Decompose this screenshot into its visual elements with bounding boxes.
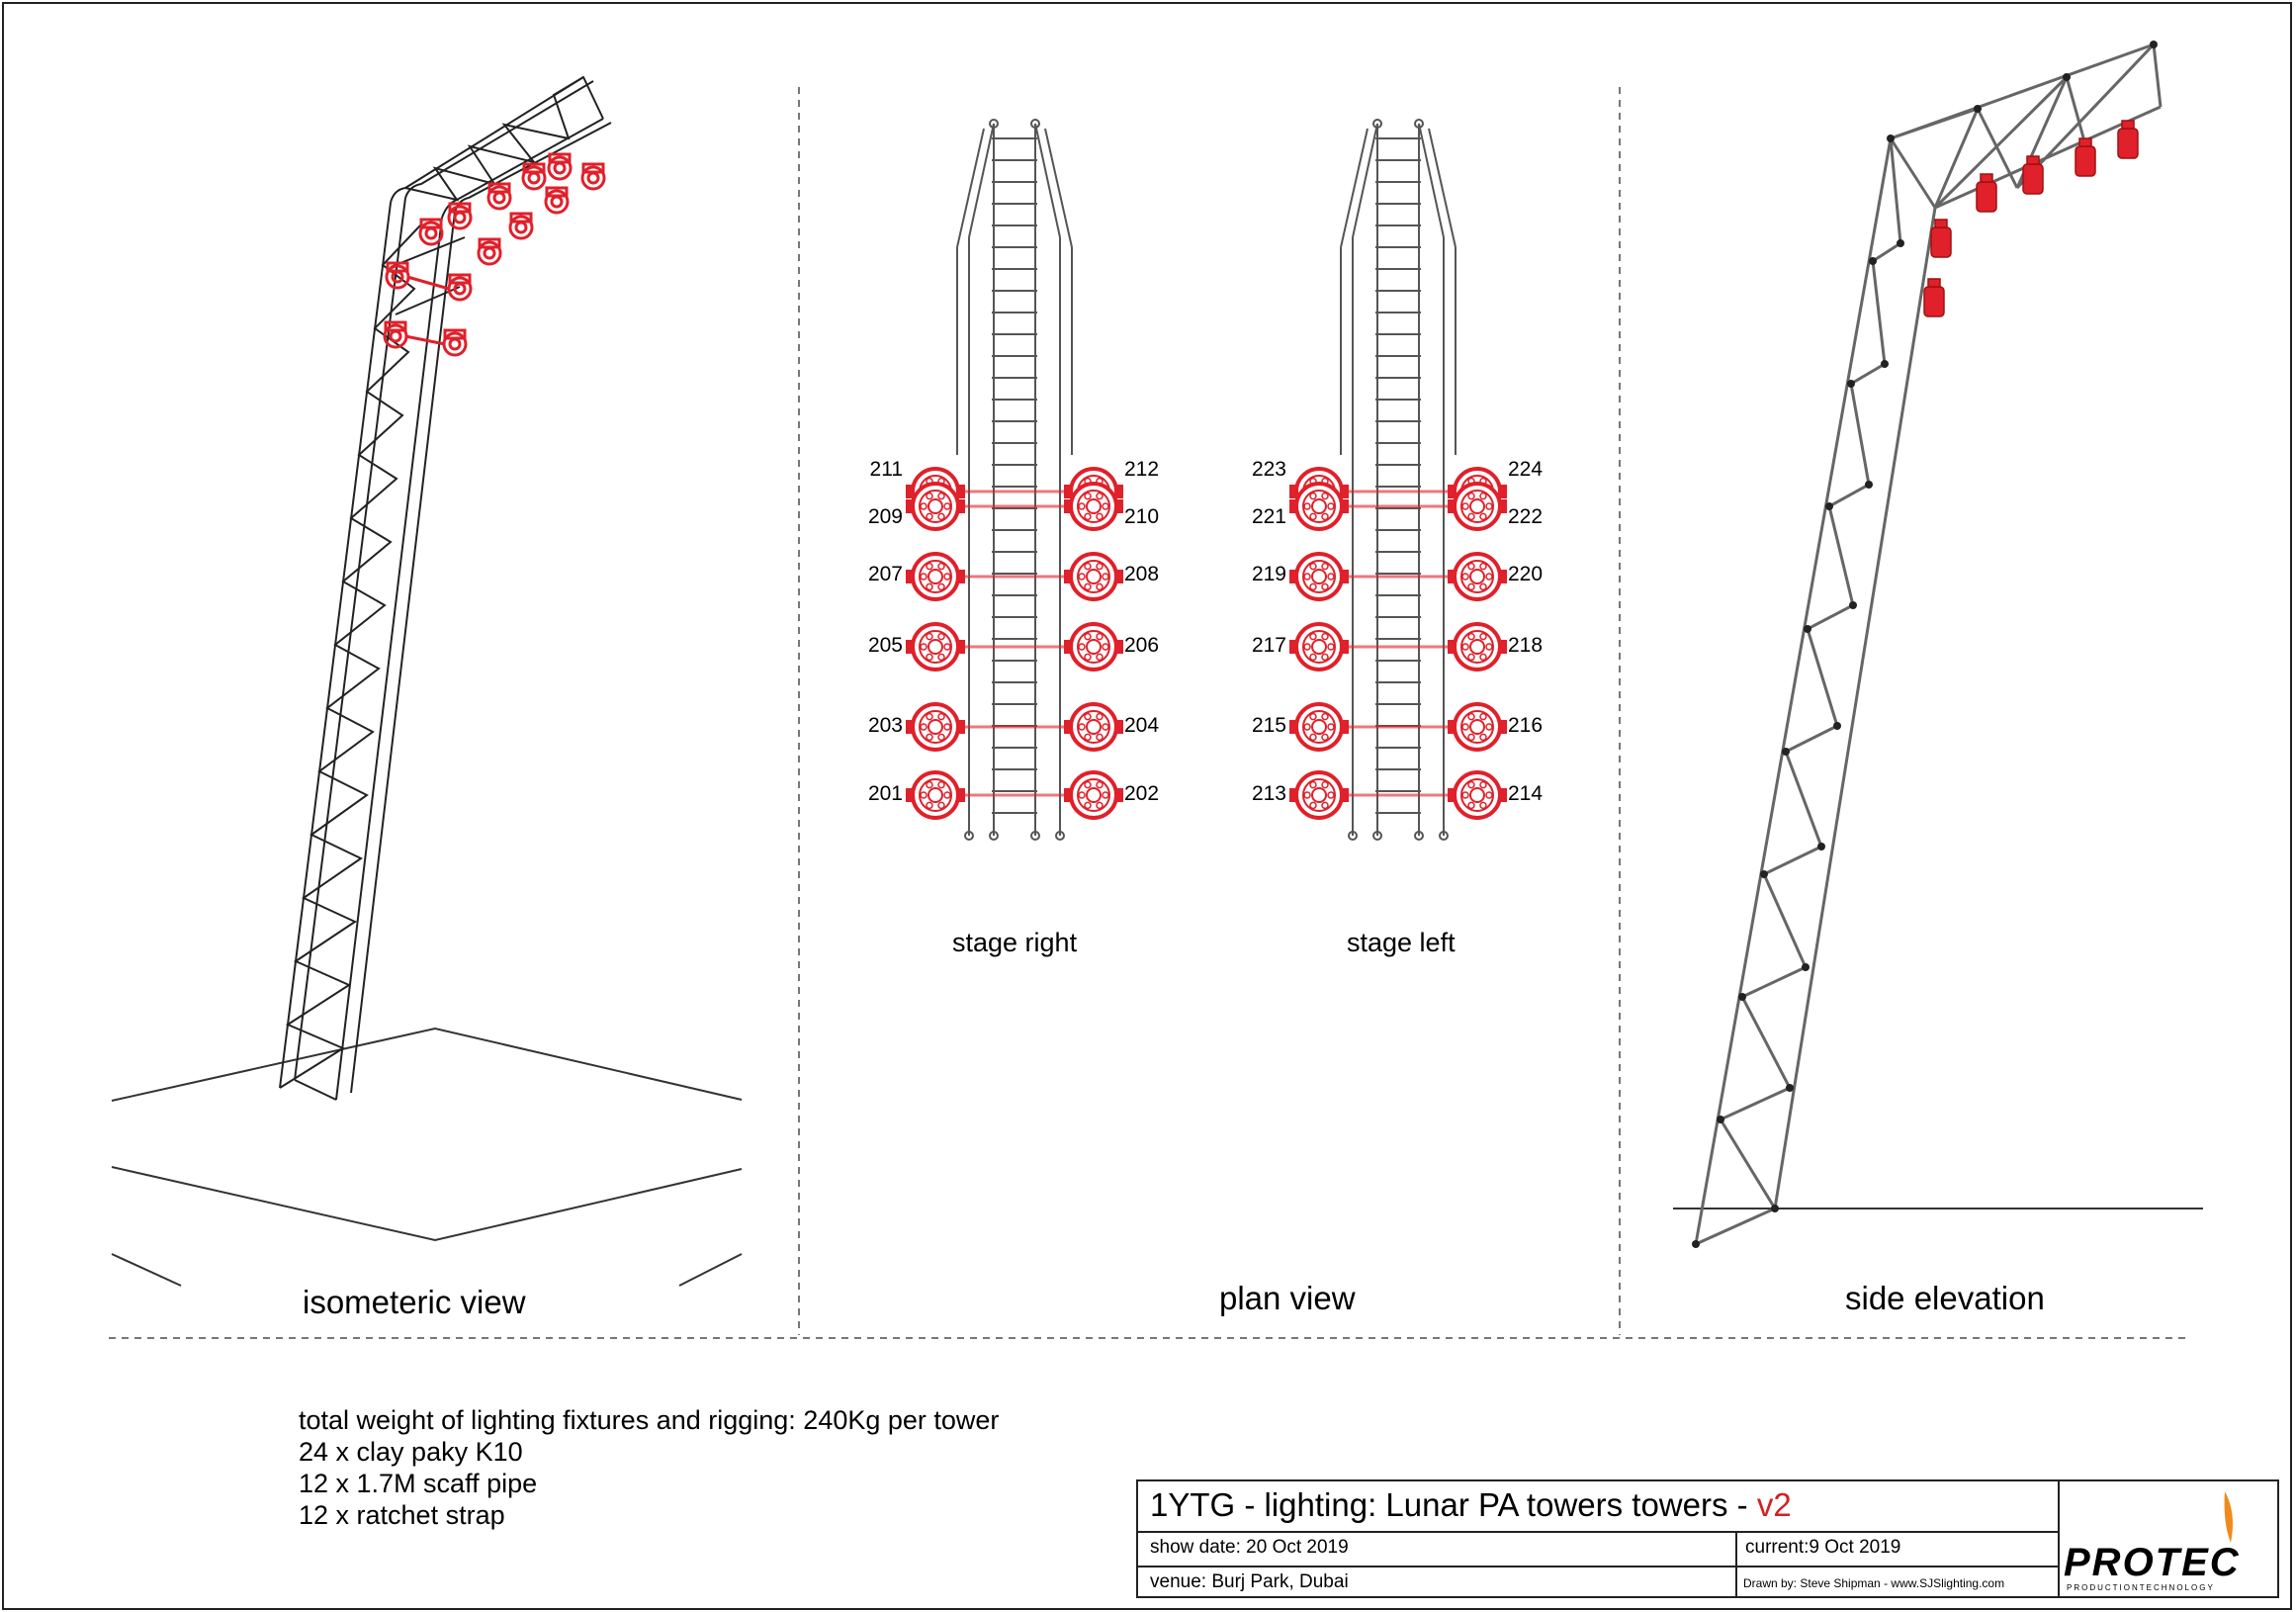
drawing-title-text: 1YTG - lighting: Lunar PA towers towers … [1150, 1486, 1757, 1523]
fixture-number: 211 [869, 458, 903, 481]
side-fixture [2022, 155, 2044, 195]
drawn-by: Drawn by: Steve Shipman - www.SJSlightin… [1743, 1576, 2005, 1590]
fixture-number: 204 [1124, 714, 1160, 737]
iso-fixture [521, 162, 547, 191]
k10-fixture [906, 622, 965, 672]
k10-fixture [1448, 622, 1507, 672]
venue: venue: Burj Park, Dubai [1150, 1571, 1349, 1592]
fixture-number: 205 [867, 634, 903, 657]
iso-fixture [580, 162, 606, 191]
fixture-number: 217 [1251, 634, 1286, 657]
iso-fixture [477, 237, 502, 266]
fixture-number: 206 [1124, 634, 1160, 657]
fixture-number: 214 [1508, 782, 1544, 805]
notes-block: total weight of lighting fixtures and ri… [299, 1404, 999, 1531]
side-fixture [1923, 278, 1945, 317]
side-elevation-title: side elevation [1845, 1280, 2045, 1316]
k10-fixture [1289, 702, 1349, 752]
k10-fixture [1448, 770, 1507, 820]
stage-right-label: stage right [952, 928, 1078, 957]
k10-fixture [1064, 702, 1123, 752]
protec-logo-subtitle: PRODUCTIONTECHNOLOGY [2067, 1583, 2215, 1592]
note-line: 12 x ratchet strap [299, 1500, 505, 1530]
side-fixture [1930, 219, 1952, 258]
protec-flame-icon [2224, 1491, 2233, 1543]
side-truss-nodes [1692, 41, 2158, 1248]
iso-fixture [385, 261, 410, 290]
isometric-floor [111, 1027, 743, 1287]
k10-fixture [1289, 770, 1349, 820]
k10-fixture [1448, 702, 1507, 752]
current-date: current:9 Oct 2019 [1745, 1537, 1901, 1558]
fixture-number: 208 [1124, 563, 1160, 585]
fixture-number: 224 [1508, 458, 1544, 481]
k10-fixture [906, 770, 965, 820]
iso-fixture [418, 218, 444, 246]
note-line: 24 x clay paky K10 [299, 1437, 523, 1467]
k10-fixture [1448, 552, 1507, 601]
k10-fixture [1064, 770, 1123, 820]
k10-fixture [906, 702, 965, 752]
fixture-number: 207 [867, 563, 903, 585]
title-block-frame [1136, 1479, 2279, 1598]
k10-fixture [1289, 482, 1349, 531]
note-line: total weight of lighting fixtures and ri… [299, 1405, 1000, 1435]
iso-fixture [447, 202, 473, 230]
fixture-number: 221 [1251, 505, 1286, 528]
k10-fixture [906, 552, 965, 601]
stage-left-label: stage left [1347, 928, 1456, 957]
k10-fixture [1064, 622, 1123, 672]
fixture-number: 216 [1508, 714, 1544, 737]
fixture-number: 213 [1251, 782, 1286, 805]
fixture-number: 223 [1251, 458, 1286, 481]
k10-fixture [1064, 482, 1123, 531]
k10-fixture [906, 482, 965, 531]
side-fixtures [1923, 120, 2139, 317]
fixture-number: 212 [1124, 458, 1160, 481]
iso-fixture [486, 182, 512, 211]
plan-view-title: plan view [1219, 1280, 1356, 1316]
k10-fixture [1448, 482, 1507, 531]
side-fixture [1976, 173, 1997, 213]
isometric-view-title: isometeric view [303, 1284, 526, 1320]
iso-fixture [508, 212, 534, 240]
k10-fixture [1064, 552, 1123, 601]
side-fixture [2117, 120, 2139, 159]
fixture-number: 218 [1508, 634, 1544, 657]
fixture-number: 220 [1508, 563, 1544, 585]
isometric-fixtures [383, 152, 606, 357]
fixture-number: 202 [1124, 782, 1160, 805]
isometric-truss-tower [279, 75, 612, 1101]
plan-truss-stage-left [1340, 119, 1457, 841]
protec-logo: PROTEC [2064, 1541, 2241, 1584]
fixture-number: 215 [1251, 714, 1286, 737]
fixture-number: 219 [1251, 563, 1286, 585]
show-date: show date: 20 Oct 2019 [1150, 1537, 1349, 1558]
iso-fixture [442, 328, 468, 357]
k10-fixture [1289, 552, 1349, 601]
side-fixture [2075, 137, 2096, 177]
iso-fixture [547, 152, 573, 181]
k10-fixture [1289, 622, 1349, 672]
plan-rungs-stage-right [992, 137, 1037, 814]
fixture-number: 222 [1508, 505, 1544, 528]
fixture-number: 203 [867, 714, 903, 737]
side-elevation-truss [1694, 41, 2163, 1246]
fixture-number: 201 [867, 782, 903, 805]
version-label: v2 [1756, 1486, 1792, 1523]
view-dividers [109, 87, 2190, 1339]
drawing-title: 1YTG - lighting: Lunar PA towers towers … [1150, 1486, 1792, 1524]
fixture-number: 209 [867, 505, 903, 528]
iso-fixture [544, 186, 570, 215]
note-line: 12 x 1.7M scaff pipe [299, 1469, 538, 1498]
plan-fixtures [906, 467, 1507, 820]
fixture-number: 210 [1124, 505, 1160, 528]
plan-truss-stage-right [956, 119, 1073, 841]
plan-rungs-stage-left [1375, 137, 1421, 814]
